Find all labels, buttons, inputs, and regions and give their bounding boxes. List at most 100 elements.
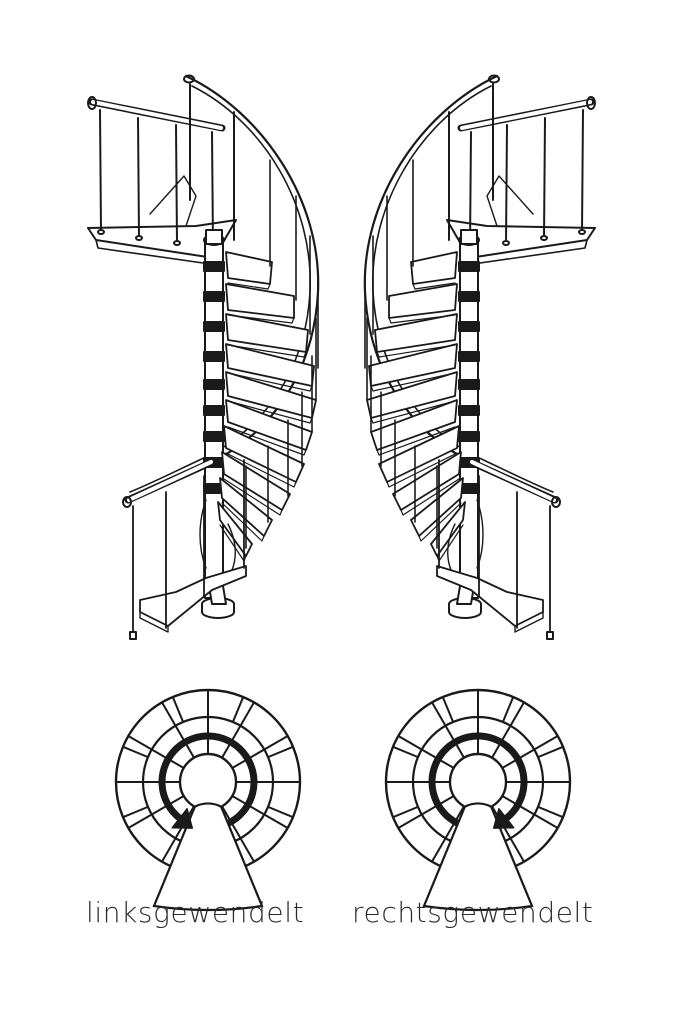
plan-tread-line	[431, 805, 465, 863]
column-collar	[203, 291, 225, 302]
tread-edge	[418, 502, 462, 542]
baluster-foot	[540, 235, 548, 241]
landing-baluster	[211, 131, 214, 247]
column-collar	[203, 405, 225, 416]
column-top	[205, 229, 223, 245]
right-spiral-staircase-icon	[363, 74, 596, 640]
tread-edge	[227, 344, 307, 358]
column-collar	[458, 291, 480, 302]
caption-left-turning: linksgewendelt	[86, 896, 305, 929]
landing-rail-inner	[91, 100, 223, 130]
tread-edge	[223, 478, 283, 516]
landing-rail-inner	[460, 100, 592, 130]
tread-edge	[412, 282, 456, 290]
base-plate-rim	[448, 603, 482, 619]
bottom-step-edge	[139, 611, 169, 633]
plan-outer-tread-line	[122, 745, 149, 759]
plan-tread-line	[161, 701, 195, 759]
top-landing	[87, 219, 237, 259]
plan-tread-line	[221, 701, 255, 759]
baluster-foot	[129, 631, 137, 640]
handrail-cap	[488, 74, 500, 84]
tread-edge	[376, 344, 456, 358]
column-top	[460, 229, 478, 245]
landing-baluster	[469, 131, 472, 247]
landing-support	[149, 175, 197, 227]
plan-tread-line	[397, 735, 455, 769]
landing-baluster	[543, 117, 546, 239]
column-collar	[458, 431, 480, 442]
plan-outer-tread-line	[122, 805, 149, 819]
baluster-foot	[173, 240, 181, 246]
column-collar	[458, 379, 480, 390]
plan-tread-line	[231, 735, 289, 769]
baluster-foot	[578, 229, 586, 235]
left-spiral-staircase-icon	[87, 74, 320, 640]
caption-right-turning: rechtsgewendelt	[352, 896, 594, 929]
stair-tread	[225, 283, 295, 319]
baluster-foot	[502, 240, 510, 246]
tread-edge	[221, 502, 265, 542]
landing-rail-end-cap	[87, 96, 97, 110]
plan-column-circle	[178, 752, 238, 812]
plan-outer-tread-line	[441, 696, 455, 723]
column-collar	[203, 321, 225, 332]
plan-tread-line	[221, 805, 255, 863]
landing-support	[486, 175, 534, 227]
left-turning-plan-icon	[114, 688, 302, 912]
plan-tread-line	[491, 701, 525, 759]
bottom-handrail-cap	[122, 496, 132, 508]
column-collar	[203, 431, 225, 442]
right-turning-plan-icon	[384, 688, 572, 912]
tread-edge	[227, 426, 307, 456]
plan-entry-landing	[422, 802, 534, 912]
column-collar	[203, 379, 225, 390]
plan-tread-line	[231, 795, 289, 829]
plan-column-circle	[448, 752, 508, 812]
stair-tread	[388, 283, 458, 319]
top-landing	[446, 219, 596, 259]
tread-edge	[227, 314, 295, 324]
plan-outer-tread-line	[392, 745, 419, 759]
column-collar	[458, 351, 480, 362]
column-collar	[458, 321, 480, 332]
plan-entry-landing	[152, 802, 264, 912]
plan-tread-line	[127, 795, 185, 829]
plan-direction-arc	[428, 732, 528, 827]
column-collar	[203, 261, 225, 272]
handrail-cap	[183, 74, 195, 84]
landing-baluster	[99, 109, 102, 233]
plan-tread-line	[501, 795, 559, 829]
plan-direction-arc	[158, 732, 258, 827]
bottom-step-edge	[514, 611, 544, 633]
landing-rail-end-cap	[586, 96, 596, 110]
baluster-foot	[135, 235, 143, 241]
bottom-handrail-cap	[551, 496, 561, 508]
plan-tread-line	[127, 735, 185, 769]
base-plate-rim	[201, 603, 235, 619]
plan-outer-tread-line	[231, 696, 245, 723]
tread-edge	[388, 314, 456, 324]
landing-baluster	[137, 117, 140, 239]
landing-baluster	[581, 109, 584, 233]
plan-outer-tread-line	[267, 805, 294, 819]
stair-tread	[410, 251, 458, 285]
plan-direction-arrowhead	[492, 808, 515, 829]
tread-edge	[376, 426, 456, 456]
plan-direction-arrowhead	[171, 808, 194, 829]
plan-outer-tread-line	[171, 696, 185, 723]
stair-tread	[225, 251, 273, 285]
tread-edge	[400, 478, 460, 516]
column-collar	[203, 351, 225, 362]
column-collar	[458, 405, 480, 416]
baluster-foot	[546, 631, 554, 640]
plan-tread-line	[501, 735, 559, 769]
bottom-handrail-inner	[127, 460, 213, 502]
tread-edge	[225, 452, 297, 488]
baluster-foot	[97, 229, 105, 235]
plan-outer-tread-line	[501, 696, 515, 723]
plan-outer-tread-line	[537, 805, 564, 819]
plan-outer-tread-line	[392, 805, 419, 819]
tread-edge	[386, 452, 458, 488]
